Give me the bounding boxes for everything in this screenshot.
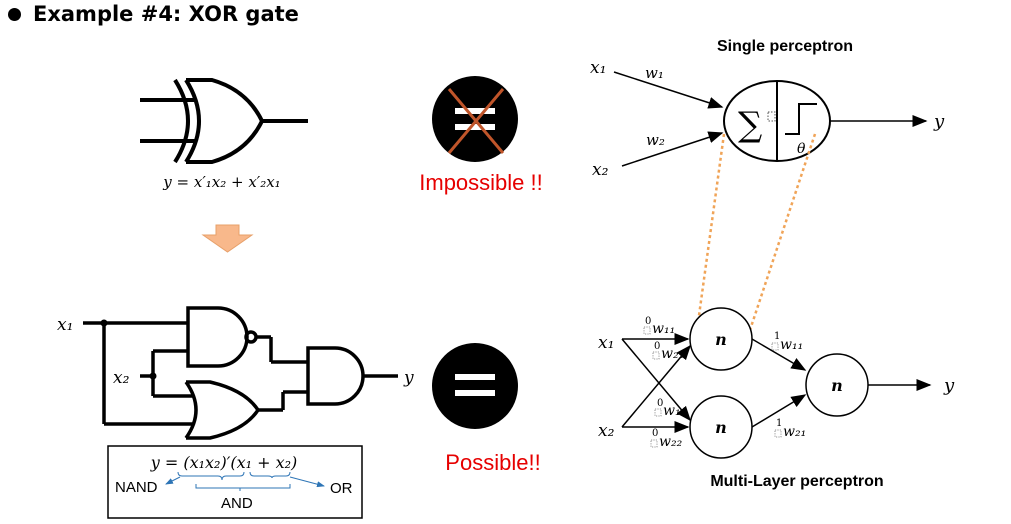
and-label: AND bbox=[221, 495, 253, 512]
node-n-label: n bbox=[715, 330, 727, 349]
w22-0-label: w₂₂ bbox=[659, 434, 683, 450]
sp-x2-label: x₂ bbox=[592, 160, 609, 180]
or-label: OR bbox=[330, 480, 353, 497]
sup-0: 0 bbox=[654, 341, 660, 352]
circuit-y-label: y bbox=[403, 368, 414, 388]
placeholder-icons bbox=[643, 326, 782, 448]
step-function-icon bbox=[785, 103, 817, 135]
formula-equation: y = (x₁x₂)′(x₁ + x₂) bbox=[150, 453, 298, 472]
sp-w2-arrow bbox=[621, 131, 724, 167]
page-title-text: Example #4: XOR gate bbox=[33, 2, 299, 26]
w12-0-label: w₁₂ bbox=[663, 403, 687, 419]
page-title: Example #4: XOR gate bbox=[8, 2, 299, 26]
mlp-x1-label: x₁ bbox=[598, 333, 614, 353]
mlp-node-top bbox=[689, 307, 753, 371]
equal-icon bbox=[432, 343, 518, 429]
sup-0: 0 bbox=[652, 428, 658, 439]
xor-gate-symbol bbox=[140, 78, 308, 164]
formula-box bbox=[107, 445, 363, 519]
sp-y-label: y bbox=[933, 111, 945, 132]
w21-1-label: w₂₁ bbox=[783, 424, 806, 440]
mlp-node-output bbox=[805, 353, 869, 417]
w11-1-label: w₁₁ bbox=[780, 337, 803, 353]
sup-0: 0 bbox=[645, 316, 651, 327]
sp-x1-label: x₁ bbox=[590, 58, 606, 78]
circuit-x1-label: x₁ bbox=[57, 315, 73, 335]
bullet-icon bbox=[8, 7, 21, 21]
xor-circuit bbox=[83, 306, 398, 440]
sp-w1-label: w₁ bbox=[645, 64, 664, 82]
down-arrow-icon bbox=[201, 224, 254, 253]
sp-w2-label: w₂ bbox=[646, 131, 665, 149]
sp-theta-label: θ bbox=[797, 141, 806, 157]
mlp-edges bbox=[621, 333, 932, 433]
single-perceptron-title: Single perceptron bbox=[717, 38, 853, 55]
node-n-label: n bbox=[715, 418, 727, 437]
w21-0-label: w₂₁ bbox=[661, 346, 684, 362]
mlp-node-bottom bbox=[689, 395, 753, 459]
sup-1: 1 bbox=[776, 418, 782, 429]
dotted-connector bbox=[695, 133, 726, 331]
sum-icon: ∑ bbox=[738, 105, 762, 145]
sp-w1-arrow bbox=[613, 71, 724, 109]
placeholder-icon bbox=[767, 111, 776, 122]
sup-1: 1 bbox=[774, 331, 780, 342]
node-n-label: n bbox=[831, 376, 843, 395]
mlp-y-label: y bbox=[943, 375, 955, 396]
xor-formula: y = x′₁x₂ + x′₂x₁ bbox=[162, 173, 280, 191]
not-equal-icon bbox=[432, 76, 518, 162]
possible-label: Possible!! bbox=[445, 450, 540, 475]
circuit-x2-label: x₂ bbox=[113, 368, 130, 388]
formula-braces bbox=[165, 471, 325, 491]
junction-dot bbox=[100, 319, 108, 327]
sup-0: 0 bbox=[657, 398, 663, 409]
nand-label: NAND bbox=[115, 479, 158, 496]
w11-0-label: w₁₁ bbox=[652, 321, 675, 337]
mlp-x2-label: x₂ bbox=[598, 421, 615, 441]
impossible-label: Impossible !! bbox=[419, 170, 543, 195]
mlp-title: Multi-Layer perceptron bbox=[710, 473, 883, 490]
dotted-connector bbox=[748, 133, 817, 331]
